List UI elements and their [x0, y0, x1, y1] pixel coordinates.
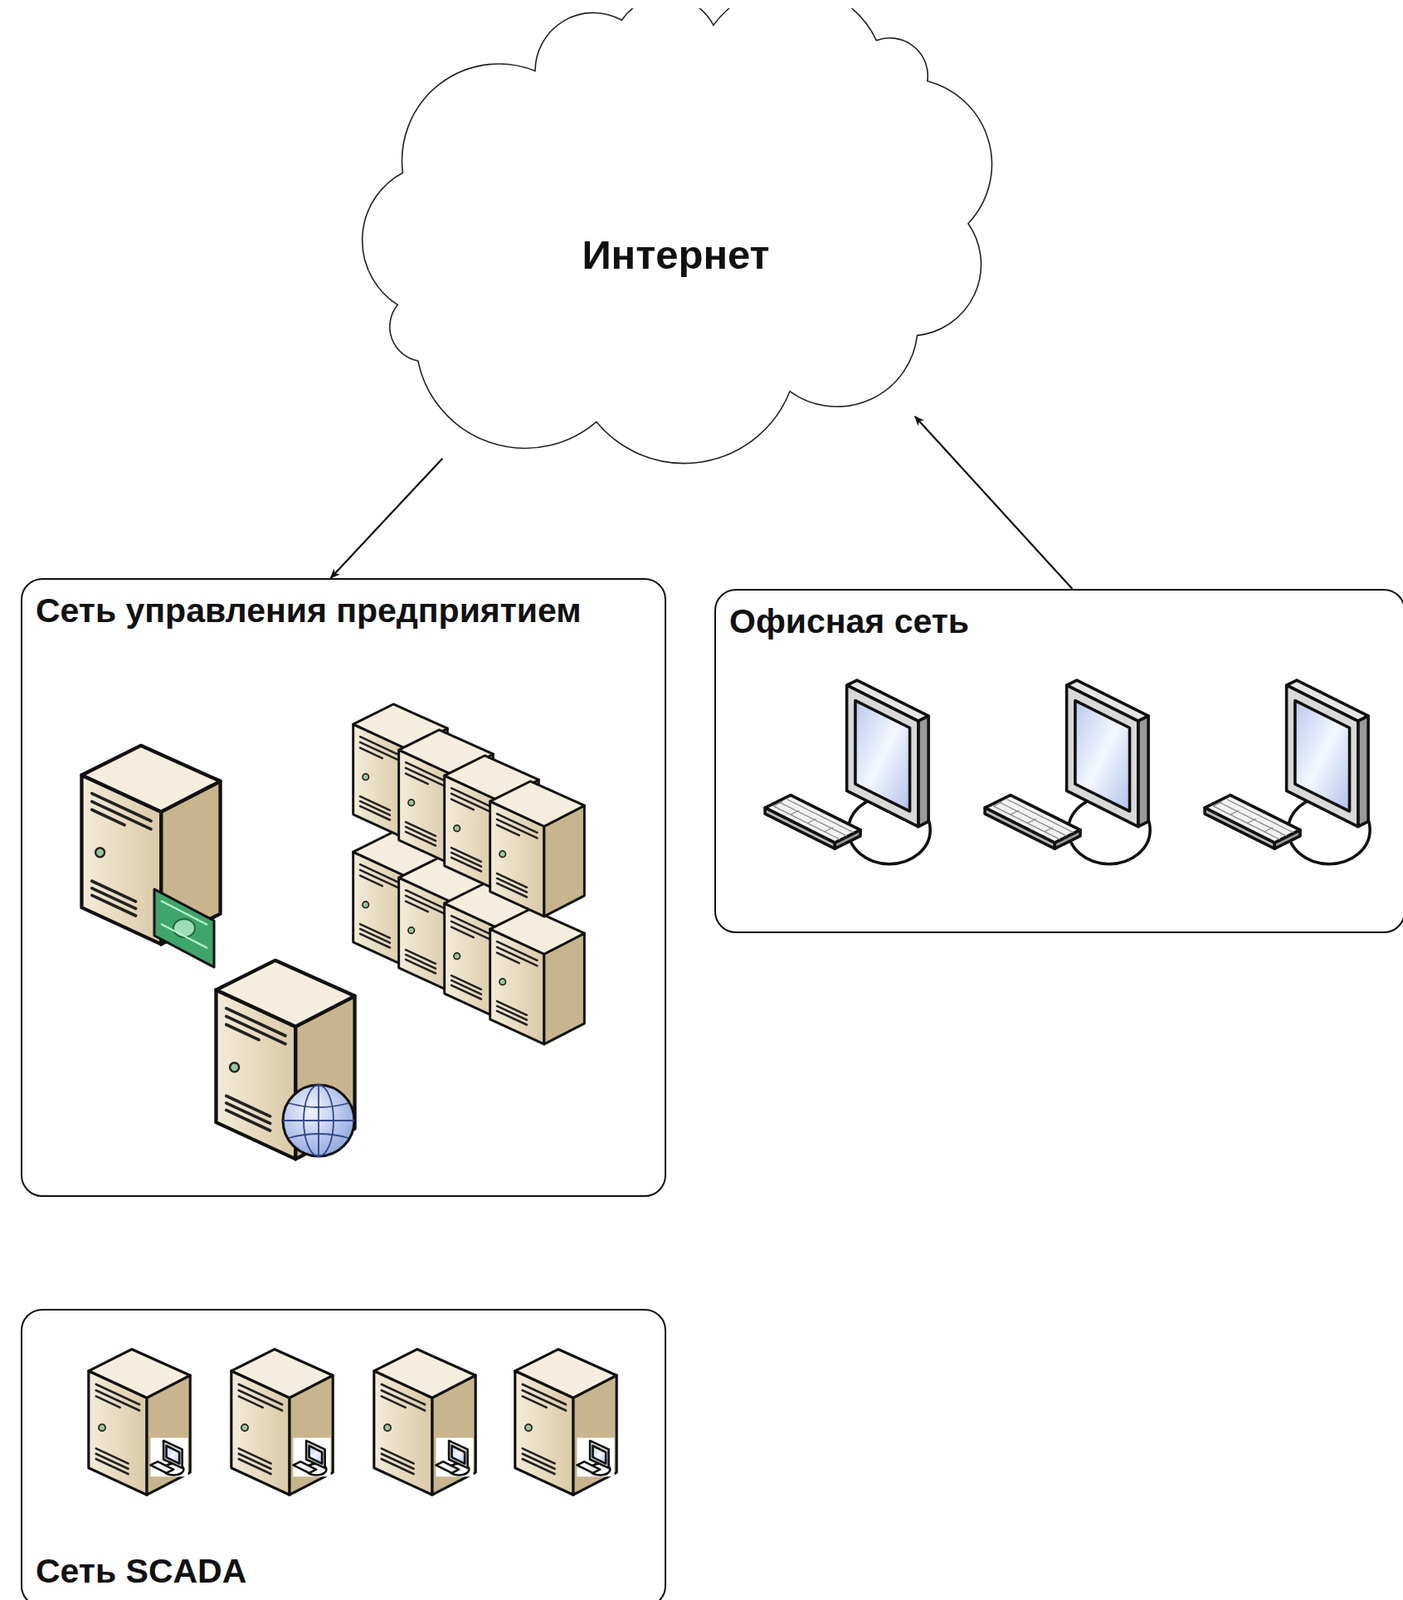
- zone-title: Офисная сеть: [729, 602, 970, 642]
- arrow-connector: [330, 458, 443, 579]
- arrow-connector: [915, 416, 1073, 590]
- web-server: [215, 960, 355, 1160]
- cloud-node: Интернет: [351, 9, 1000, 501]
- network-zone: Сеть SCADA: [20, 1309, 667, 1600]
- cloud-label: Интернет: [581, 231, 770, 278]
- server-cluster: [353, 704, 585, 1045]
- scada-servers: [88, 1349, 617, 1496]
- cloud-shape: [362, 8, 993, 464]
- network-zone: Сеть управления предприятием: [20, 578, 667, 1198]
- network-zone: Офисная сеть: [714, 589, 1403, 934]
- finance-server: [81, 745, 220, 968]
- zone-title: Сеть SCADA: [35, 1552, 247, 1592]
- workstation-group: [764, 680, 1370, 865]
- zone-title: Сеть управления предприятием: [35, 591, 582, 631]
